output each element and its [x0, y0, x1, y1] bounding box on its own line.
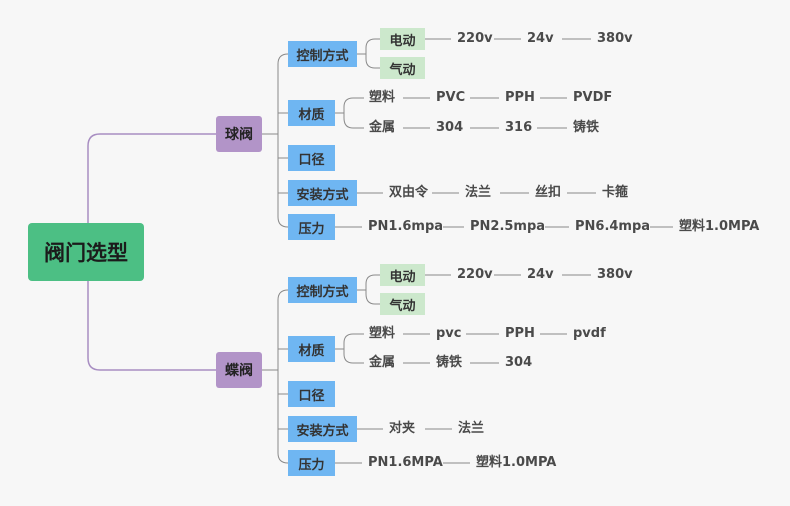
connector-butterfly-control — [357, 274, 380, 305]
ball-valve-node[interactable]: 球阀 — [216, 116, 262, 152]
ball-control-node[interactable]: 控制方式 — [288, 41, 357, 67]
ball-pressure-plastic: 塑料1.0MPA — [679, 219, 760, 235]
butterfly-material-node[interactable]: 材质 — [288, 336, 335, 362]
butterfly-plastic-pvdf: pvdf — [573, 326, 606, 342]
ball-install-node[interactable]: 安装方式 — [288, 180, 357, 206]
butterfly-voltage-24: 24v — [527, 267, 554, 283]
butterfly-plastic-pph: PPH — [505, 326, 535, 342]
connector-ball-control — [357, 38, 380, 69]
connector-root-butterfly — [87, 281, 216, 371]
butterfly-metal-304: 304 — [505, 355, 533, 371]
butterfly-control-node[interactable]: 控制方式 — [288, 277, 357, 303]
butterfly-install-flange: 法兰 — [458, 421, 485, 437]
ball-voltage-380: 380v — [597, 31, 633, 47]
ball-plastic-pvdf: PVDF — [573, 90, 613, 106]
ball-metal-304: 304 — [436, 120, 464, 136]
ball-install-union: 双由令 — [389, 185, 429, 201]
ball-metal-label: 金属 — [369, 120, 396, 136]
butterfly-electric-node[interactable]: 电动 — [380, 264, 425, 286]
root-node[interactable]: 阀门选型 — [28, 223, 144, 281]
ball-install-thread: 丝扣 — [535, 185, 562, 201]
ball-install-flange: 法兰 — [465, 185, 492, 201]
ball-metal-cast-iron: 铸铁 — [573, 120, 600, 136]
butterfly-voltage-220: 220v — [457, 267, 493, 283]
ball-pressure-pn64: PN6.4mpa — [575, 219, 651, 235]
butterfly-pressure-node[interactable]: 压力 — [288, 450, 335, 476]
connector-ball-material — [335, 97, 364, 129]
butterfly-plastic-pvc: pvc — [436, 326, 462, 342]
ball-metal-316: 316 — [505, 120, 533, 136]
ball-plastic-pvc: PVC — [436, 90, 466, 106]
ball-install-clamp: 卡箍 — [602, 185, 629, 201]
connector-butterfly-trunk — [262, 289, 289, 464]
butterfly-metal-label: 金属 — [369, 355, 396, 371]
ball-pressure-pn16: PN1.6mpa — [368, 219, 444, 235]
butterfly-pressure-plastic: 塑料1.0MPA — [476, 455, 557, 471]
ball-electric-node[interactable]: 电动 — [380, 28, 425, 50]
ball-pressure-node[interactable]: 压力 — [288, 214, 335, 240]
connector-butterfly-material — [335, 333, 364, 364]
butterfly-pneumatic-node[interactable]: 气动 — [380, 293, 425, 315]
butterfly-caliber-node[interactable]: 口径 — [288, 381, 335, 407]
ball-voltage-220: 220v — [457, 31, 493, 47]
ball-pneumatic-node[interactable]: 气动 — [380, 57, 425, 79]
connector-ball-trunk — [262, 53, 289, 228]
ball-plastic-pph: PPH — [505, 90, 535, 106]
butterfly-voltage-380: 380v — [597, 267, 633, 283]
butterfly-metal-cast-iron: 铸铁 — [436, 355, 463, 371]
ball-plastic-label: 塑料 — [369, 90, 396, 106]
connector-root-ball — [87, 133, 216, 253]
ball-caliber-node[interactable]: 口径 — [288, 145, 335, 171]
butterfly-install-wafer: 对夹 — [389, 421, 416, 437]
ball-material-node[interactable]: 材质 — [288, 100, 335, 126]
ball-voltage-24: 24v — [527, 31, 554, 47]
ball-pressure-pn25: PN2.5mpa — [470, 219, 546, 235]
butterfly-valve-node[interactable]: 蝶阀 — [216, 352, 262, 388]
butterfly-install-node[interactable]: 安装方式 — [288, 416, 357, 442]
butterfly-plastic-label: 塑料 — [369, 326, 396, 342]
butterfly-pressure-pn16: PN1.6MPA — [368, 455, 443, 471]
